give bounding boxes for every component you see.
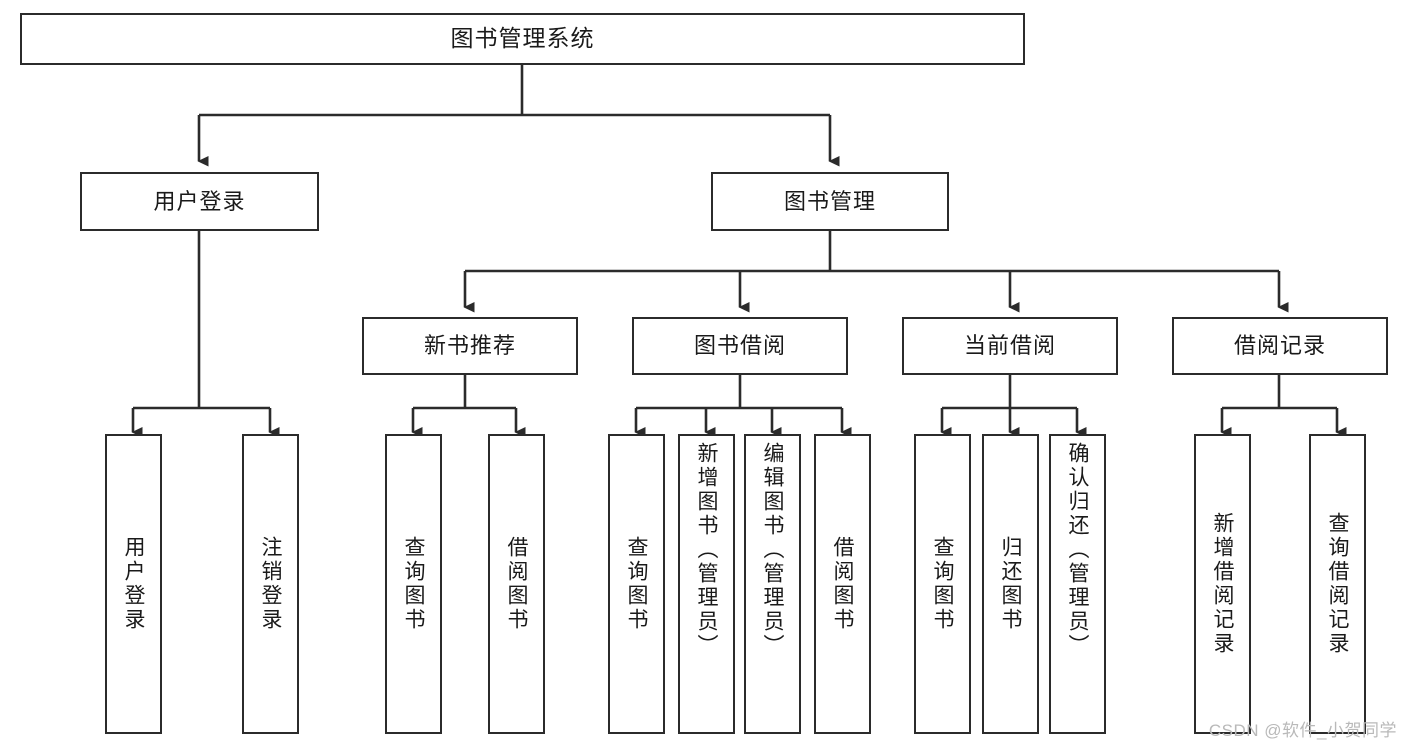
- node-new-book-recommend[interactable]: 新书推荐: [362, 317, 578, 375]
- leaf-add-borrow-record[interactable]: 新增借阅记录: [1194, 434, 1251, 734]
- leaf-return-book[interactable]: 归还图书: [982, 434, 1039, 734]
- node-label: 新增图书（管理员）: [695, 442, 718, 658]
- leaf-borrow-book-recommend[interactable]: 借阅图书: [488, 434, 545, 734]
- node-label: 查询图书: [931, 536, 954, 632]
- node-root-system[interactable]: 图书管理系统: [20, 13, 1025, 65]
- leaf-query-borrow-record[interactable]: 查询借阅记录: [1309, 434, 1366, 734]
- node-borrow-record[interactable]: 借阅记录: [1172, 317, 1388, 375]
- node-label: 图书借阅: [693, 333, 786, 359]
- leaf-logout[interactable]: 注销登录: [242, 434, 299, 734]
- leaf-user-login[interactable]: 用户登录: [105, 434, 162, 734]
- node-user-login[interactable]: 用户登录: [80, 172, 319, 231]
- node-label: 确认归还（管理员）: [1066, 442, 1089, 658]
- node-label: 查询借阅记录: [1326, 512, 1349, 656]
- leaf-confirm-return-admin[interactable]: 确认归还（管理员）: [1049, 434, 1106, 734]
- node-label: 借阅图书: [505, 536, 528, 632]
- node-label: 图书管理系统: [450, 25, 595, 52]
- leaf-query-book-current[interactable]: 查询图书: [914, 434, 971, 734]
- leaf-add-book-admin[interactable]: 新增图书（管理员）: [678, 434, 735, 734]
- node-label: 借阅记录: [1233, 333, 1326, 359]
- leaf-query-book-recommend[interactable]: 查询图书: [385, 434, 442, 734]
- node-label: 新书推荐: [423, 333, 516, 359]
- node-label: 用户登录: [122, 536, 145, 632]
- node-label: 查询图书: [625, 536, 648, 632]
- node-book-borrow[interactable]: 图书借阅: [632, 317, 848, 375]
- node-label: 查询图书: [402, 536, 425, 632]
- leaf-borrow-book[interactable]: 借阅图书: [814, 434, 871, 734]
- node-label: 新增借阅记录: [1211, 512, 1234, 656]
- leaf-edit-book-admin[interactable]: 编辑图书（管理员）: [744, 434, 801, 734]
- node-label: 借阅图书: [831, 536, 854, 632]
- node-label: 编辑图书（管理员）: [761, 442, 784, 658]
- node-book-management[interactable]: 图书管理: [711, 172, 949, 231]
- node-label: 当前借阅: [963, 333, 1056, 359]
- node-label: 用户登录: [153, 188, 246, 214]
- node-label: 图书管理: [783, 188, 876, 214]
- node-label: 归还图书: [999, 536, 1022, 632]
- leaf-query-book-borrow[interactable]: 查询图书: [608, 434, 665, 734]
- node-current-borrow[interactable]: 当前借阅: [902, 317, 1118, 375]
- watermark: CSDN @软件_小贺同学: [1208, 721, 1397, 740]
- node-label: 注销登录: [259, 536, 282, 632]
